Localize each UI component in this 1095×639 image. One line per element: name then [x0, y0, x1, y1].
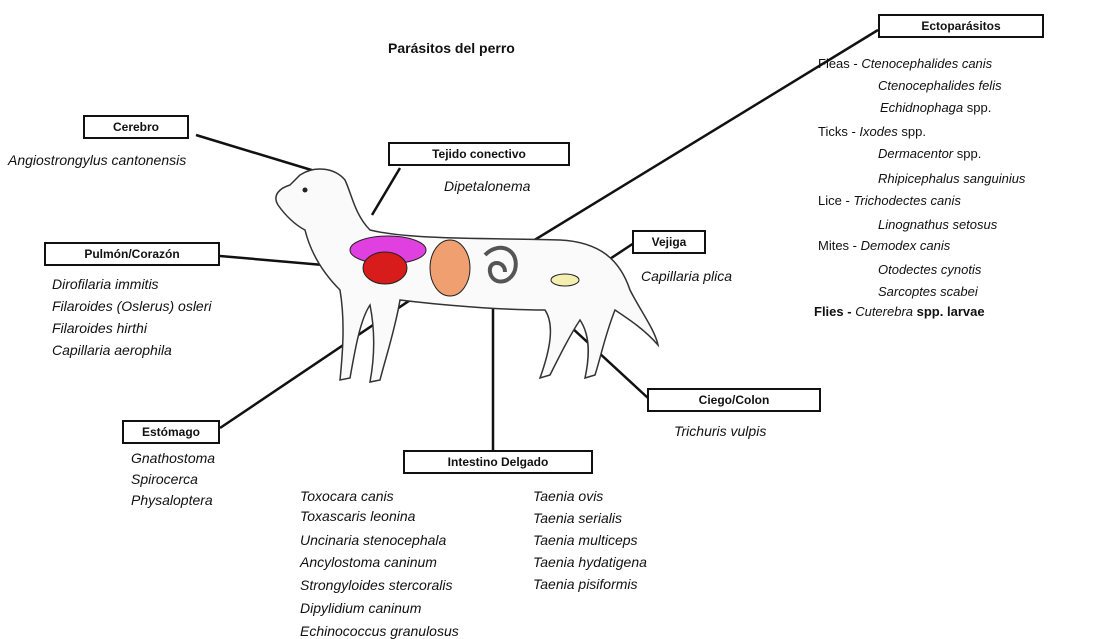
ecto-flea: Ctenocephalides canis [861, 56, 992, 71]
dog-illustration [260, 160, 680, 400]
label-ectoparasitos: Ectoparásitos [878, 14, 1044, 38]
intestino-parasite: Taenia hydatigena [533, 554, 647, 570]
pulmon-parasite: Filaroides (Oslerus) osleri [52, 298, 211, 314]
bladder [551, 274, 579, 286]
ecto-louse: Trichodectes canis [853, 193, 960, 208]
ecto-tick-row: Rhipicephalus sanguinius [878, 171, 1025, 186]
label-intestino-delgado: Intestino Delgado [403, 450, 593, 474]
dog-eye [303, 188, 308, 193]
intestino-parasite: Toxascaris leonina [300, 508, 415, 524]
ecto-lice-row: Linognathus setosus [878, 217, 997, 232]
ecto-mites-label: Mites - [818, 238, 857, 253]
vejiga-parasite: Capillaria plica [641, 268, 732, 284]
intestino-parasite: Taenia pisiformis [533, 576, 638, 592]
intestino-parasite: Taenia serialis [533, 510, 622, 526]
label-tejido-conectivo: Tejido conectivo [388, 142, 570, 166]
ecto-flies-row: Flies - Cuterebra spp. larvae [814, 304, 985, 319]
estomago-parasite: Gnathostoma [131, 450, 215, 466]
pulmon-parasite: Capillaria aerophila [52, 342, 172, 358]
cerebro-parasite: Angiostrongylus cantonensis [8, 152, 186, 168]
ecto-spp: spp. [967, 100, 992, 115]
ciego-parasite: Trichuris vulpis [674, 423, 766, 439]
intestino-parasite: Uncinaria stenocephala [300, 532, 446, 548]
ecto-flea: Ctenocephalides felis [878, 78, 1002, 93]
stomach [430, 240, 470, 296]
ecto-mite: Demodex canis [861, 238, 951, 253]
label-ciego-colon: Ciego/Colon [647, 388, 821, 412]
intestino-parasite: Taenia ovis [533, 488, 603, 504]
ecto-spp: spp. [957, 146, 982, 161]
ecto-flea: Echidnophaga [880, 100, 963, 115]
ecto-tick: Rhipicephalus sanguinius [878, 171, 1025, 186]
intestino-parasite: Dipylidium caninum [300, 600, 421, 616]
ecto-flies-label: Flies - [814, 304, 852, 319]
ecto-mites-row: Mites - Demodex canis [818, 238, 950, 253]
intestino-parasite: Toxocara canis [300, 488, 394, 504]
ecto-mite: Sarcoptes scabei [878, 284, 978, 299]
ecto-ticks-label: Ticks - [818, 124, 856, 139]
page-title: Parásitos del perro [388, 40, 515, 56]
ecto-tick: Ixodes [859, 124, 897, 139]
pulmon-parasite: Dirofilaria immitis [52, 276, 159, 292]
label-vejiga: Vejiga [632, 230, 706, 254]
estomago-parasite: Physaloptera [131, 492, 213, 508]
label-cerebro: Cerebro [83, 115, 189, 139]
ecto-flea-row: Ctenocephalides felis [878, 78, 1002, 93]
ecto-tick: Dermacentor [878, 146, 953, 161]
ecto-flea-row: Echidnophaga spp. [880, 100, 991, 115]
intestino-parasite: Taenia multiceps [533, 532, 638, 548]
ecto-tick-row: Dermacentor spp. [878, 146, 981, 161]
ecto-fleas-row: Fleas - Ctenocephalides canis [818, 56, 992, 71]
ecto-louse: Linognathus setosus [878, 217, 997, 232]
intestino-parasite: Strongyloides stercoralis [300, 577, 453, 593]
ecto-fly: Cuterebra [855, 304, 913, 319]
ecto-mite-row: Sarcoptes scabei [878, 284, 978, 299]
ecto-ticks-row: Ticks - Ixodes spp. [818, 124, 926, 139]
ecto-mite-row: Otodectes cynotis [878, 262, 981, 277]
intestino-parasite: Ancylostoma caninum [300, 554, 437, 570]
ecto-lice-label: Lice - [818, 193, 850, 208]
ecto-larvae: spp. larvae [917, 304, 985, 319]
ecto-fleas-label: Fleas - [818, 56, 858, 71]
label-estomago: Estómago [122, 420, 220, 444]
estomago-parasite: Spirocerca [131, 471, 198, 487]
ecto-lice-row: Lice - Trichodectes canis [818, 193, 961, 208]
ecto-spp: spp. [901, 124, 926, 139]
tejido-parasite: Dipetalonema [444, 178, 530, 194]
intestino-parasite: Echinococcus granulosus [300, 623, 459, 639]
heart [363, 252, 407, 284]
pulmon-parasite: Filaroides hirthi [52, 320, 147, 336]
label-pulmon-corazon: Pulmón/Corazón [44, 242, 220, 266]
ecto-mite: Otodectes cynotis [878, 262, 981, 277]
